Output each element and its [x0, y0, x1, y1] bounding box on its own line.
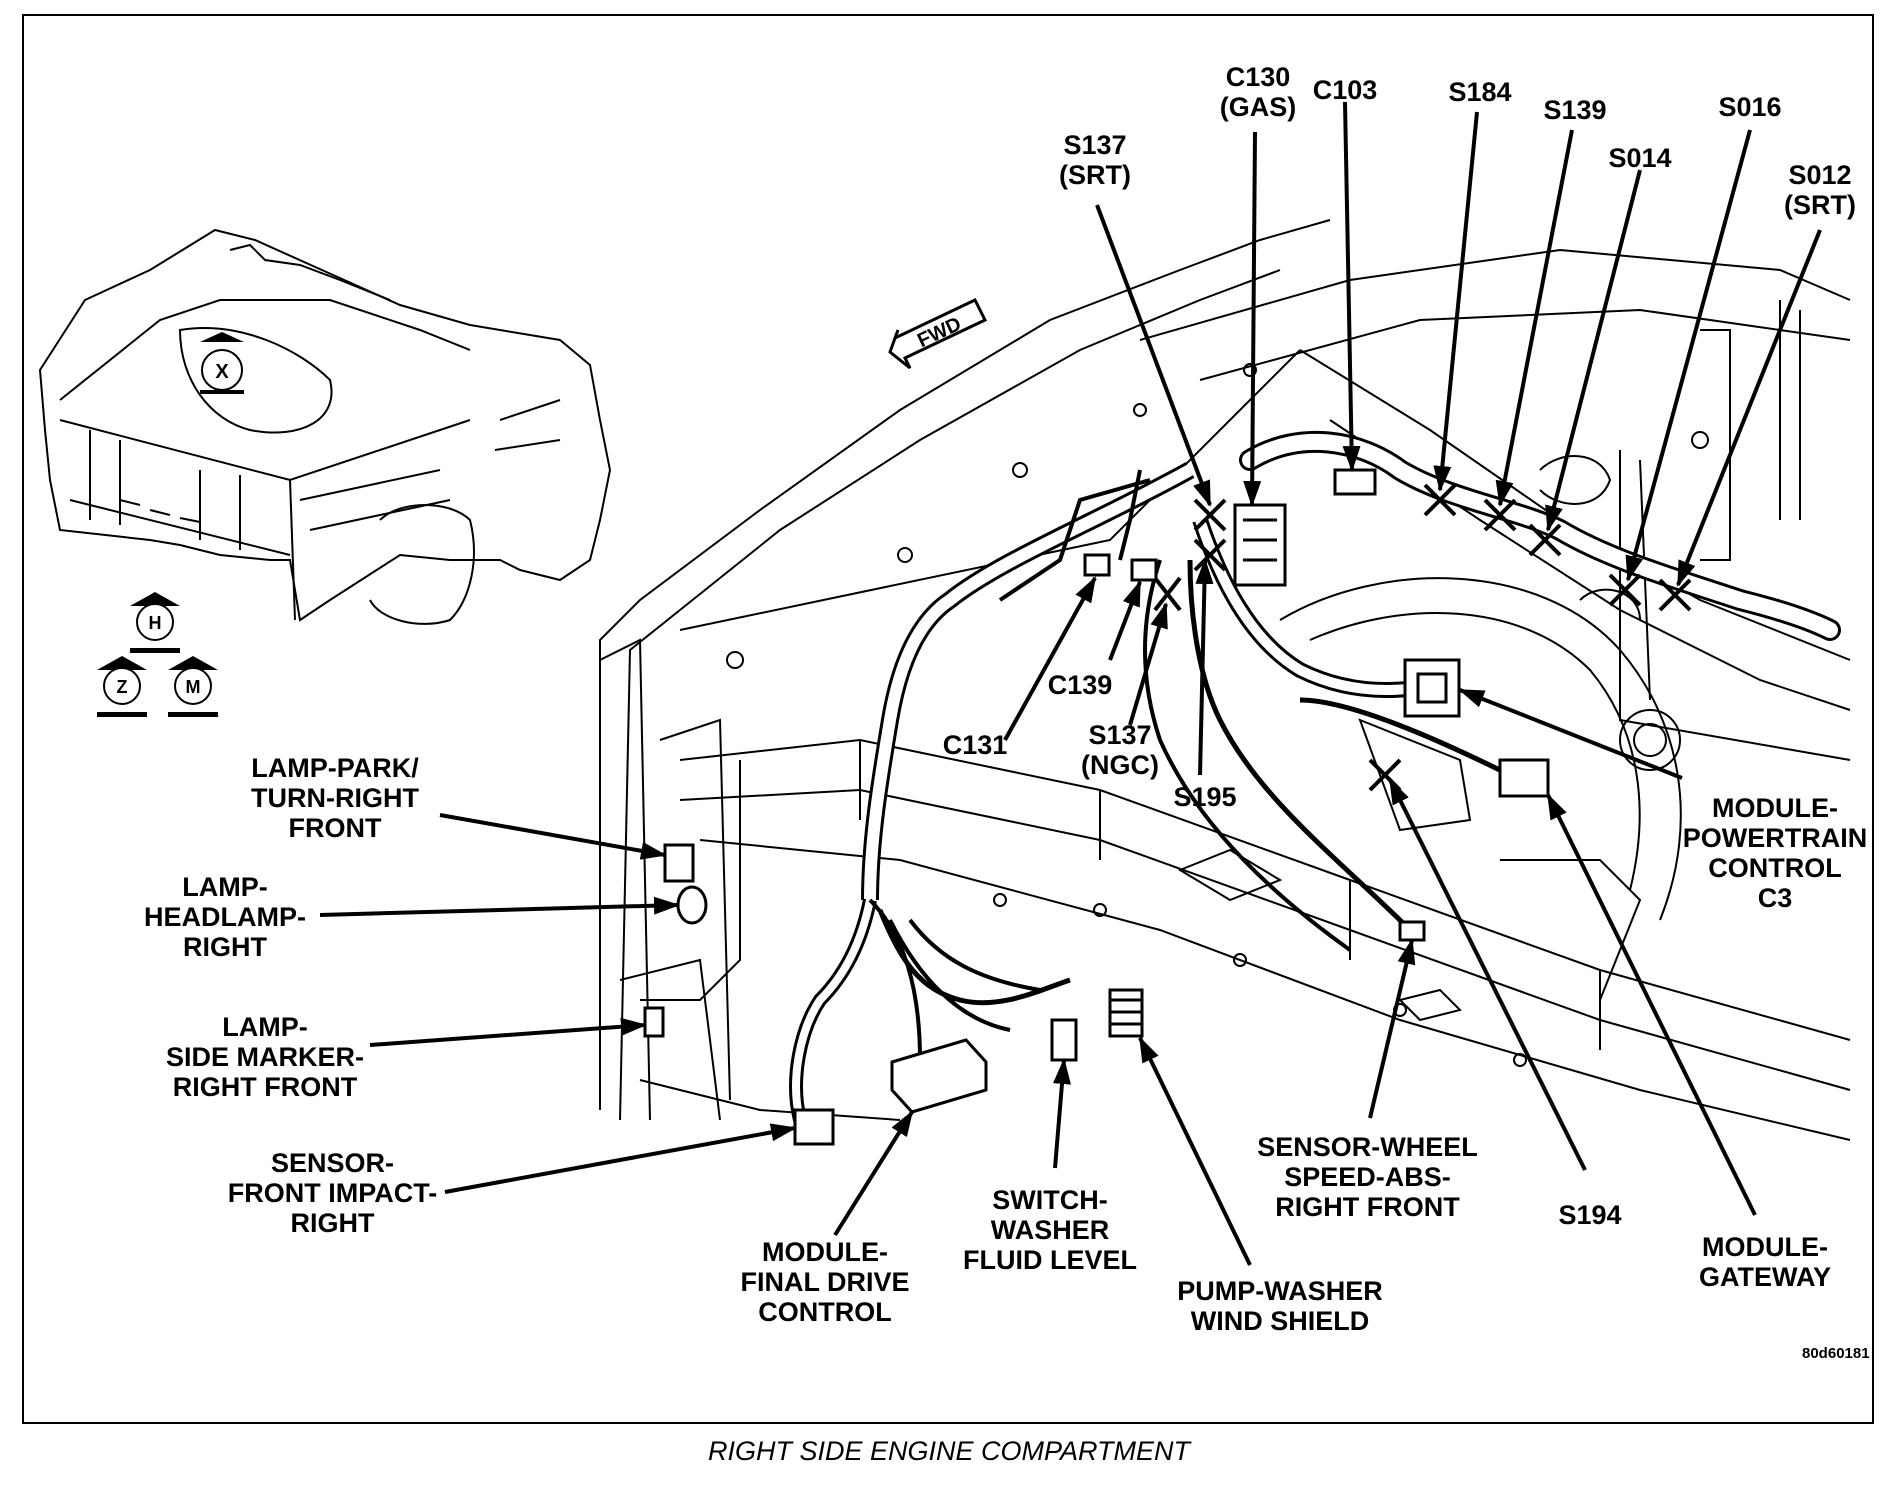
leader-pump-washer [1138, 1036, 1252, 1266]
leader-wheel-speed [1368, 938, 1416, 1119]
label-sensor-front-impact: SENSOR- FRONT IMPACT- RIGHT [227, 1148, 438, 1238]
leader-s137-srt [1095, 204, 1212, 507]
view-marker-z-label: Z [117, 677, 128, 697]
leader-s195 [1195, 558, 1214, 776]
label-lamp-park-turn: LAMP-PARK/ TURN-RIGHT FRONT [251, 753, 419, 843]
label-s195: S195 [1173, 782, 1237, 812]
leader-headlamp [319, 896, 680, 917]
diagram-frame [22, 14, 1874, 1424]
leader-s137-ngc [1128, 602, 1168, 726]
leader-c130 [1243, 131, 1262, 507]
label-module-final-drive: MODULE- FINAL DRIVE CONTROL [740, 1237, 910, 1327]
splice-s194 [1368, 758, 1402, 792]
view-marker-h: H [130, 592, 180, 653]
view-marker-h-label: H [149, 613, 162, 633]
label-switch-washer: SWITCH- WASHER FLUID LEVEL [963, 1185, 1137, 1275]
label-module-powertrain-control: MODULE- POWERTRAIN CONTROL C3 [1682, 793, 1868, 913]
view-marker-z: Z [97, 656, 147, 717]
vehicle-overview [38, 228, 612, 625]
drawing-id: 80d60181 [1802, 1345, 1870, 1362]
connector-front-impact [793, 1108, 835, 1146]
label-sensor-wheel-speed: SENSOR-WHEEL SPEED-ABS- RIGHT FRONT [1257, 1132, 1478, 1222]
label-s184: S184 [1448, 77, 1512, 107]
label-c139: C139 [1047, 670, 1113, 700]
connector-wheel-speed [1398, 920, 1426, 942]
label-c103: C103 [1312, 75, 1378, 105]
label-s012: S012 (SRT) [1784, 160, 1856, 220]
connector-gateway [1498, 758, 1550, 798]
leader-front-impact [444, 1123, 797, 1194]
connector-washer-switch [1050, 1018, 1078, 1062]
connector-headlamp [676, 885, 708, 925]
label-s137-srt: S137 (SRT) [1059, 130, 1131, 190]
leader-c131 [1003, 576, 1097, 741]
leader-side-marker [369, 1017, 647, 1047]
leader-s016 [1625, 129, 1752, 582]
label-s014: S014 [1608, 143, 1672, 173]
label-s194: S194 [1558, 1200, 1622, 1230]
engine-bay-structure [599, 219, 1851, 1141]
connector-park-lamp [663, 843, 695, 883]
leader-s014 [1545, 169, 1642, 532]
label-lamp-headlamp: LAMP- HEADLAMP- RIGHT [144, 872, 306, 962]
wiring-harness [789, 430, 1841, 1122]
leader-c103 [1342, 101, 1361, 472]
leader-s184 [1433, 111, 1479, 492]
label-s016: S016 [1718, 92, 1782, 122]
connector-c103 [1333, 468, 1377, 496]
label-c130: C130 (GAS) [1219, 62, 1297, 122]
leader-gateway [1546, 793, 1757, 1216]
leader-s139 [1495, 129, 1574, 507]
figure-caption: RIGHT SIDE ENGINE COMPARTMENT [707, 1436, 1191, 1466]
leader-c139 [1108, 580, 1142, 661]
leader-park-lamp [439, 813, 667, 860]
view-marker-x: X [200, 332, 244, 394]
view-marker-m: M [168, 656, 218, 717]
leader-s012 [1676, 229, 1822, 587]
connector-side-marker [643, 1006, 665, 1038]
label-s137-ngc: S137 (NGC) [1081, 720, 1159, 780]
connector-c130 [1233, 503, 1287, 587]
label-lamp-side-marker: LAMP- SIDE MARKER- RIGHT FRONT [165, 1012, 364, 1102]
leader-s194 [1388, 778, 1587, 1171]
label-c131: C131 [942, 730, 1008, 760]
label-s139: S139 [1543, 95, 1607, 125]
connector-c139 [1130, 558, 1158, 582]
leader-lines [319, 101, 1822, 1266]
leader-final-drive [833, 1110, 914, 1237]
label-pump-washer: PUMP-WASHER WIND SHIELD [1177, 1276, 1383, 1336]
view-marker-x-label: X [215, 361, 229, 383]
leader-pcm [1458, 688, 1683, 780]
view-marker-m-label: M [186, 677, 201, 697]
connector-c131 [1083, 553, 1111, 577]
leader-switch-washer [1053, 1058, 1071, 1169]
fwd-arrow: FWD [888, 298, 988, 370]
connectors [643, 468, 1550, 1146]
final-drive-module [890, 1038, 988, 1114]
label-module-gateway: MODULE- GATEWAY [1698, 1232, 1832, 1292]
